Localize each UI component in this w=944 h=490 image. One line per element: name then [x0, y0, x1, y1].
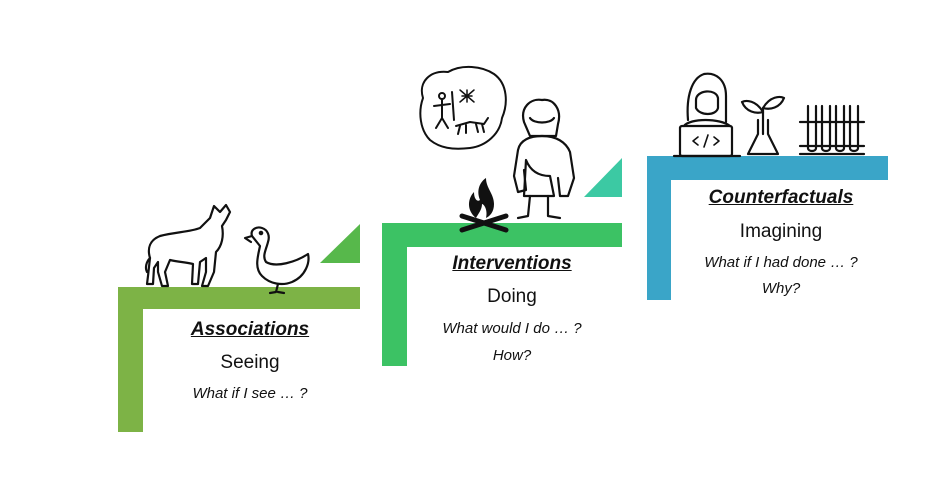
step-2-verb: Doing: [487, 286, 537, 307]
step-2-question-2: How?: [492, 347, 532, 364]
duck-icon: [243, 226, 310, 295]
step-1-question: What if I see … ?: [192, 385, 308, 402]
step-3-heading: Counterfactuals: [708, 187, 854, 208]
plant-flask-icon: [740, 95, 786, 156]
scientist-laptop-icon: [672, 72, 742, 158]
step-interventions-stair: [382, 158, 622, 366]
step-3-verb: Imagining: [739, 221, 823, 242]
campfire-icon: [459, 178, 509, 233]
howling-wolf-icon: [144, 203, 232, 288]
test-tubes-icon: [798, 104, 866, 156]
step-counterfactuals-stair: [647, 156, 888, 300]
step-1-triangle-accent: [320, 224, 360, 263]
step-3-question-2: Why?: [761, 280, 801, 297]
step-2-heading: Interventions: [452, 253, 572, 274]
step-2-question: What would I do … ?: [442, 320, 582, 337]
step-3-question: What if I had done … ?: [704, 254, 858, 271]
caveman-icon: [512, 98, 576, 220]
step-1-heading: Associations: [190, 319, 310, 340]
cave-painting-icon: [419, 66, 507, 150]
step-2-triangle-accent: [584, 158, 622, 197]
step-1-verb: Seeing: [220, 352, 280, 373]
step-associations-stair: [118, 224, 360, 432]
